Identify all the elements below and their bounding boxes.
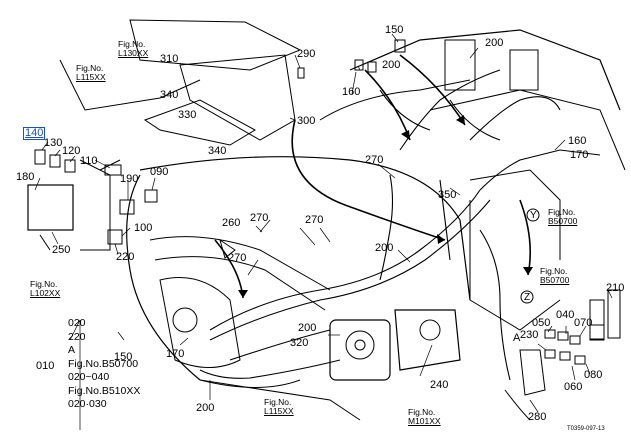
callout-140[interactable]: 140 bbox=[22, 127, 46, 140]
callout-190: 190 bbox=[120, 173, 139, 185]
callout-150-lower: 150 bbox=[114, 351, 133, 363]
marker-z: Z bbox=[524, 292, 531, 303]
arrow-200 bbox=[364, 69, 411, 141]
callout-270-mid: 270 bbox=[250, 212, 269, 224]
callout-310: 310 bbox=[160, 53, 179, 65]
support-bracket bbox=[143, 99, 257, 146]
marker-y: Y bbox=[530, 210, 537, 221]
figref-m101[interactable]: Fig.No. M101XX bbox=[408, 407, 441, 426]
figref-l130[interactable]: Fig.No. L130XX bbox=[118, 39, 149, 58]
fuse-plate bbox=[589, 299, 605, 341]
starter bbox=[394, 309, 461, 371]
callout-110: 110 bbox=[80, 155, 98, 167]
callout-280: 280 bbox=[528, 411, 547, 423]
bracket-plate bbox=[179, 54, 296, 141]
upper-panel bbox=[129, 19, 302, 71]
callout-270-center: 270 bbox=[305, 214, 324, 226]
callout-200-b: 200 bbox=[485, 37, 504, 49]
grille bbox=[159, 277, 241, 368]
callout-200-d: 200 bbox=[298, 322, 317, 334]
callout-240: 240 bbox=[430, 379, 449, 391]
figref-b50700-lower[interactable]: Fig.No. B50700 bbox=[540, 266, 570, 285]
callout-200-e: 200 bbox=[196, 402, 215, 414]
callout-170-upper: 170 bbox=[570, 149, 589, 161]
callout-340-upper: 340 bbox=[160, 89, 179, 101]
callout-130: 130 bbox=[44, 137, 63, 149]
callout-290: 290 bbox=[297, 48, 316, 60]
callout-200-a: 200 bbox=[382, 59, 401, 71]
legend-block: 020 220 A Fig.No.B50700 020~040 Fig.No.B… bbox=[68, 317, 141, 410]
callout-160-right: 160 bbox=[568, 135, 587, 147]
callout-050: 050 bbox=[532, 317, 551, 329]
figref-l115-upper[interactable]: Fig.No. L115XX bbox=[76, 63, 106, 82]
callout-330: 330 bbox=[178, 109, 197, 121]
callout-260: 260 bbox=[222, 217, 241, 229]
callout-150-upper: 150 bbox=[385, 24, 404, 36]
callout-120: 120 bbox=[62, 145, 81, 157]
callout-270-top: 270 bbox=[365, 154, 384, 166]
drawing-code: T0359-097-13 bbox=[567, 426, 605, 432]
relay-box bbox=[27, 184, 74, 231]
callout-060: 060 bbox=[564, 381, 583, 393]
callout-350: 350 bbox=[438, 189, 457, 201]
figref-l115-lower[interactable]: Fig.No. L115XX bbox=[264, 397, 294, 416]
callout-340-lower: 340 bbox=[208, 145, 227, 157]
callout-300: 300 bbox=[297, 115, 316, 127]
callout-270-lower: 270 bbox=[228, 252, 247, 264]
callout-080: 080 bbox=[584, 369, 603, 381]
arrow-300 bbox=[291, 119, 446, 241]
arrow-150 bbox=[399, 54, 466, 126]
callout-200-c: 200 bbox=[375, 242, 394, 254]
callout-230: 230 bbox=[520, 329, 539, 341]
callout-090: 090 bbox=[150, 166, 169, 178]
callout-170-lower: 170 bbox=[166, 348, 185, 360]
callout-320: 320 bbox=[290, 337, 309, 349]
callout-250: 250 bbox=[52, 244, 71, 256]
callout-040: 040 bbox=[556, 309, 575, 321]
marker-a-right: A bbox=[513, 332, 521, 344]
arrow-260 bbox=[214, 239, 244, 299]
callout-070: 070 bbox=[574, 317, 593, 329]
hood-outline bbox=[139, 156, 471, 301]
callout-210: 210 bbox=[606, 282, 625, 294]
figref-l102[interactable]: Fig.No. L102XX bbox=[30, 279, 61, 298]
callout-160-left: 160 bbox=[342, 86, 361, 98]
callout-100: 100 bbox=[134, 222, 153, 234]
callout-180: 180 bbox=[16, 171, 35, 183]
alternator bbox=[329, 319, 391, 381]
callout-010: 010 bbox=[36, 360, 55, 372]
callout-220-upper: 220 bbox=[116, 251, 135, 263]
figref-b50700-upper[interactable]: Fig.No. B50700 bbox=[548, 207, 578, 226]
